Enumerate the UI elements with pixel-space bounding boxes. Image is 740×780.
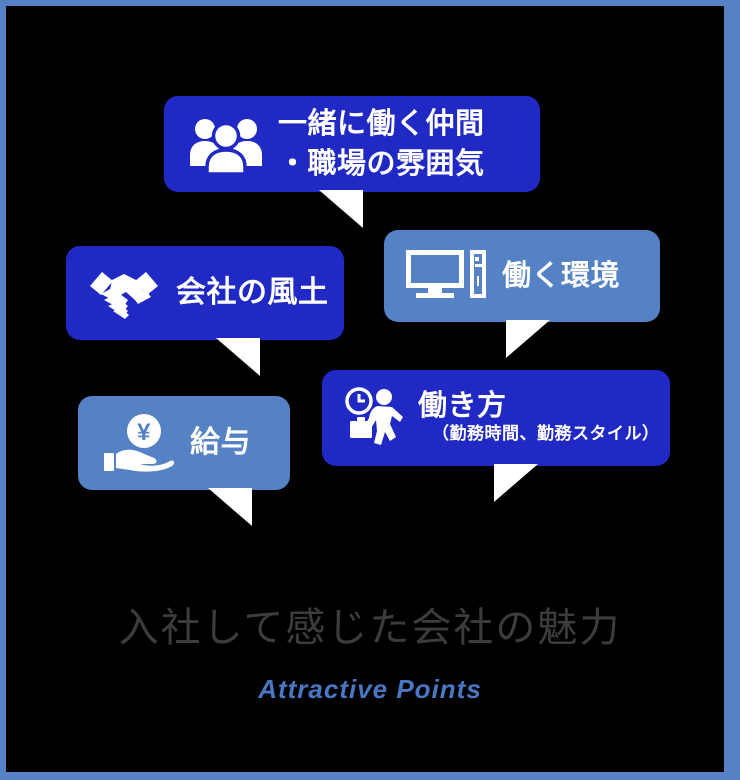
bubble-colleagues-text: 一緒に働く仲間 ・職場の雰囲気 — [278, 104, 485, 184]
bubble-work-environment-text: 働く環境 — [502, 257, 620, 295]
caption-main-heading: 入社して感じた会社の魅力 — [118, 606, 622, 650]
bubble-work-style-line2: （勤務時間、勤務スタイル） — [432, 424, 660, 443]
bubble-colleagues: 一緒に働く仲間 ・職場の雰囲気 — [164, 96, 540, 228]
bubble-work-style-text: 働き方 （勤務時間、勤務スタイル） — [418, 390, 660, 446]
bubble-work-style-tail — [494, 464, 538, 502]
bubble-work-environment: 働く環境 — [384, 230, 660, 358]
bubble-work-environment-line1: 働く環境 — [502, 260, 621, 292]
bubble-company-culture-tail — [216, 338, 260, 376]
bubble-colleagues-tail — [319, 190, 363, 228]
caption-block: 入社して感じた会社の魅力 Attractive Points — [6, 600, 724, 712]
bubble-company-culture: 会社の風土 — [66, 246, 344, 376]
bubble-salary-text: 給与 — [190, 424, 251, 462]
handshake-icon — [88, 266, 160, 320]
bubble-salary-line1: 給与 — [190, 426, 251, 459]
bubble-salary: ¥ 給与 — [78, 396, 290, 526]
bubble-colleagues-line1: 一緒に働く仲間 — [278, 108, 485, 140]
bubble-company-culture-line1: 会社の風土 — [176, 276, 329, 309]
walking-businessperson-clock-icon — [342, 387, 408, 449]
bubble-work-style-line1: 働き方 — [418, 390, 507, 422]
desktop-computer-icon — [406, 250, 486, 302]
yen-on-hand-icon: ¥ — [104, 413, 176, 473]
caption-sub-heading: Attractive Points — [258, 674, 482, 704]
bubble-salary-tail — [208, 488, 252, 526]
bubble-work-style: 働き方 （勤務時間、勤務スタイル） — [322, 370, 670, 502]
svg-text:¥: ¥ — [137, 419, 151, 446]
three-people-icon — [188, 114, 264, 174]
bubble-colleagues-line2: ・職場の雰囲気 — [278, 148, 485, 180]
bubble-work-environment-tail — [506, 320, 550, 358]
bubble-company-culture-text: 会社の風土 — [176, 274, 329, 312]
